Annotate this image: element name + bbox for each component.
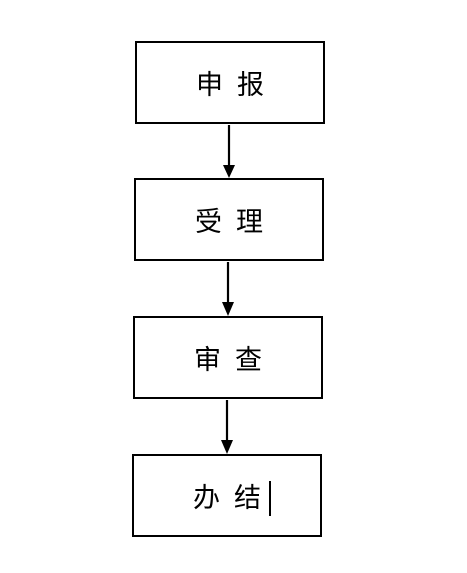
arrow-accept-to-review xyxy=(222,262,234,316)
text-cursor xyxy=(269,481,271,516)
step-label-accept: 受理 xyxy=(195,207,277,238)
step-box-declare: 申报 xyxy=(135,41,325,124)
step-label-review: 审查 xyxy=(194,345,276,376)
step-label-declare: 申报 xyxy=(196,70,278,101)
step-box-review: 审查 xyxy=(133,316,323,399)
step-box-accept: 受理 xyxy=(134,178,324,261)
step-box-complete: 办结 xyxy=(132,454,322,537)
step-label-complete: 办结 xyxy=(193,483,275,514)
arrow-declare-to-accept xyxy=(223,125,235,178)
arrow-review-to-complete xyxy=(221,400,233,454)
